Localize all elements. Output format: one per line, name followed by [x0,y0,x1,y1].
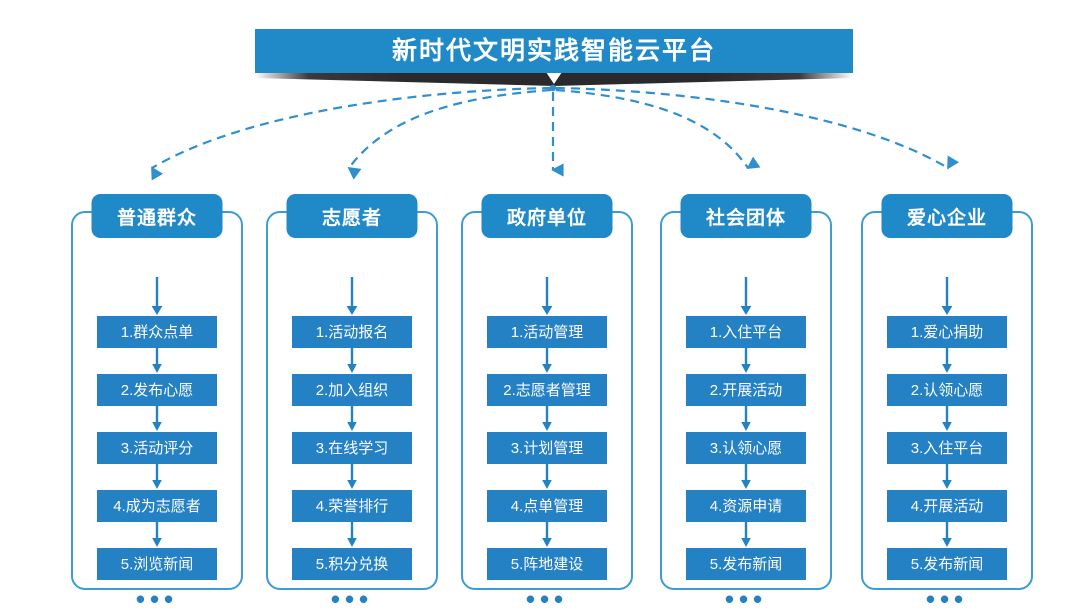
platform-title-banner: 新时代文明实践智能云平台 [255,29,853,87]
flow-item[interactable]: 5.发布新闻 [887,548,1007,580]
more-items-ellipsis: ••• [525,584,569,611]
flow-item[interactable]: 5.浏览新闻 [97,548,217,580]
arrow-item-3-to-4 [97,464,217,490]
role-column-5[interactable]: 爱心企业 1.爱心捐助 2.认领心愿 3.入住平台 4.开展活动 5.发布新闻 … [861,194,1033,611]
arrow-item-4-to-5 [887,522,1007,548]
arrow-item-2-to-3 [97,406,217,432]
more-items-ellipsis: ••• [135,584,179,611]
flow-item[interactable]: 4.成为志愿者 [97,490,217,522]
role-column-4-items: 1.入住平台 2.开展活动 3.认领心愿 4.资源申请 5.发布新闻 ••• [662,277,830,611]
arrow-item-2-to-3 [487,406,607,432]
more-items-ellipsis: ••• [330,584,374,611]
arrow-item-3-to-4 [887,464,1007,490]
flow-item[interactable]: 2.加入组织 [292,374,412,406]
flow-item[interactable]: 4.点单管理 [487,490,607,522]
flow-item[interactable]: 4.资源申请 [686,490,806,522]
role-column-1[interactable]: 普通群众 1.群众点单 2.发布心愿 3.活动评分 4.成为志愿者 5.浏览新闻… [71,194,243,611]
flow-item[interactable]: 1.群众点单 [97,316,217,348]
flow-item[interactable]: 2.开展活动 [686,374,806,406]
arrow-header-to-item-1 [686,277,806,316]
role-column-2[interactable]: 志愿者 1.活动报名 2.加入组织 3.在线学习 4.荣誉排行 5.积分兑换 •… [266,194,438,611]
page-title: 新时代文明实践智能云平台 [391,36,716,65]
arrow-header-to-item-1 [887,277,1007,316]
arrow-header-to-item-1 [487,277,607,316]
arrow-header-to-item-1 [97,277,217,316]
arrow-item-2-to-3 [292,406,412,432]
arrow-item-2-to-3 [887,406,1007,432]
arrow-item-3-to-4 [686,464,806,490]
role-column-3[interactable]: 政府单位 1.活动管理 2.志愿者管理 3.计划管理 4.点单管理 5.阵地建设… [461,194,633,611]
arrow-item-3-to-4 [292,464,412,490]
arrow-item-1-to-2 [97,348,217,374]
flow-item[interactable]: 1.入住平台 [686,316,806,348]
role-column-5-header[interactable]: 爱心企业 [881,194,1013,238]
flow-item[interactable]: 4.荣誉排行 [292,490,412,522]
role-column-5-items: 1.爱心捐助 2.认领心愿 3.入住平台 4.开展活动 5.发布新闻 ••• [863,277,1031,611]
arrow-item-1-to-2 [887,348,1007,374]
role-column-2-header[interactable]: 志愿者 [286,194,418,238]
connector-to-col-5 [555,86,960,170]
connector-to-col-4 [555,88,761,169]
arrow-item-4-to-5 [292,522,412,548]
arrow-item-1-to-2 [686,348,806,374]
flow-item[interactable]: 3.计划管理 [487,432,607,464]
arrow-item-3-to-4 [487,464,607,490]
arrow-item-1-to-2 [487,348,607,374]
flow-item[interactable]: 3.在线学习 [292,432,412,464]
arrow-header-to-item-1 [292,277,412,316]
role-column-2-items: 1.活动报名 2.加入组织 3.在线学习 4.荣誉排行 5.积分兑换 ••• [268,277,436,611]
role-column-4[interactable]: 社会团体 1.入住平台 2.开展活动 3.认领心愿 4.资源申请 5.发布新闻 … [660,194,832,611]
more-items-ellipsis: ••• [724,584,768,611]
flow-item[interactable]: 5.发布新闻 [686,548,806,580]
arrow-item-2-to-3 [686,406,806,432]
title-banner-bar: 新时代文明实践智能云平台 [255,29,853,73]
role-column-3-items: 1.活动管理 2.志愿者管理 3.计划管理 4.点单管理 5.阵地建设 ••• [463,277,631,611]
arrow-item-4-to-5 [686,522,806,548]
role-column-3-header[interactable]: 政府单位 [481,194,613,238]
flow-item[interactable]: 1.活动管理 [487,316,607,348]
flow-item[interactable]: 2.志愿者管理 [487,374,607,406]
flow-item[interactable]: 3.入住平台 [887,432,1007,464]
role-column-1-items: 1.群众点单 2.发布心愿 3.活动评分 4.成为志愿者 5.浏览新闻 ••• [73,277,241,611]
connector-to-col-1 [151,86,552,181]
flow-item[interactable]: 3.活动评分 [97,432,217,464]
connector-to-col-2 [347,88,552,180]
flow-item[interactable]: 3.认领心愿 [686,432,806,464]
flow-item[interactable]: 4.开展活动 [887,490,1007,522]
flow-item[interactable]: 2.认领心愿 [887,374,1007,406]
flow-item[interactable]: 5.阵地建设 [487,548,607,580]
arrow-item-4-to-5 [97,522,217,548]
flow-item[interactable]: 2.发布心愿 [97,374,217,406]
arrow-item-1-to-2 [292,348,412,374]
more-items-ellipsis: ••• [925,584,969,611]
role-column-4-header[interactable]: 社会团体 [680,194,812,238]
arrow-item-4-to-5 [487,522,607,548]
flow-item[interactable]: 5.积分兑换 [292,548,412,580]
flow-item[interactable]: 1.爱心捐助 [887,316,1007,348]
flow-item[interactable]: 1.活动报名 [292,316,412,348]
role-column-1-header[interactable]: 普通群众 [91,194,223,238]
